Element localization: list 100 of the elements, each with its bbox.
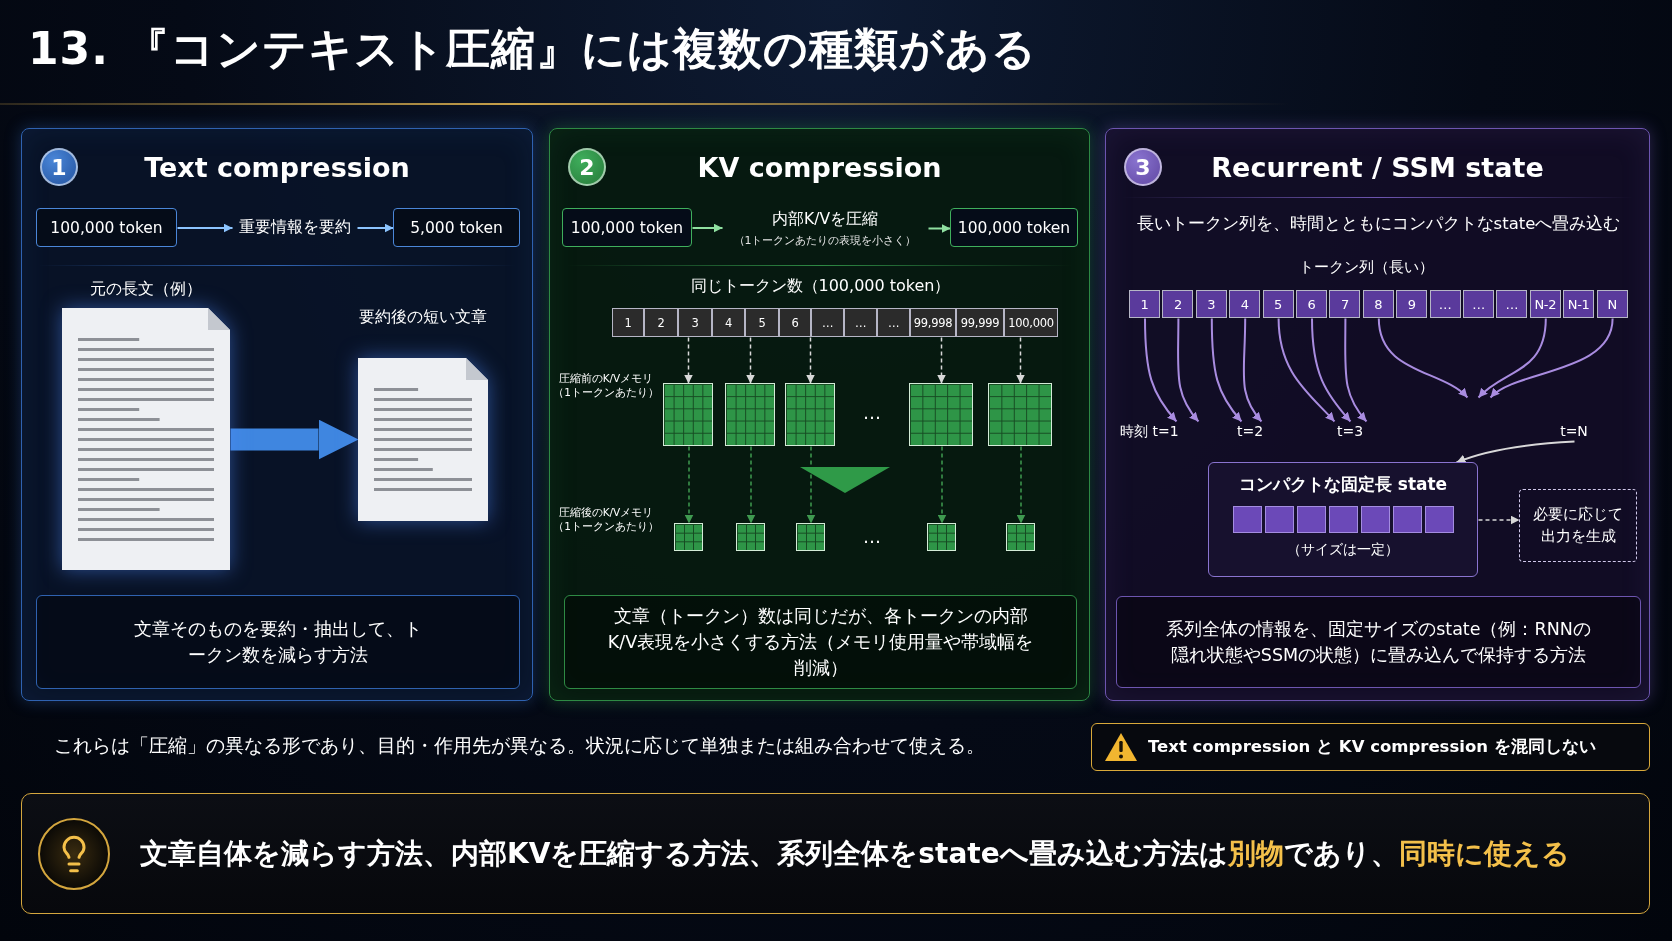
dashed-arrow <box>806 445 816 525</box>
category-panel <box>549 128 1090 701</box>
memory-block <box>736 523 765 551</box>
panel-heading: Recurrent / SSM state <box>1210 151 1545 183</box>
row-label: 圧縮前のK/Vメモリ（1トークンあたり） <box>552 371 660 400</box>
dashed-arrow <box>1016 336 1025 385</box>
category-panel <box>1105 128 1650 701</box>
dashed-arrow <box>746 445 756 525</box>
output-box: 必要に応じて出力を生成 <box>1519 489 1637 562</box>
token-cell: 1 <box>1129 290 1160 318</box>
token-cell: 99,999 <box>956 308 1004 337</box>
arrow <box>1455 440 1576 464</box>
token-cell: N <box>1596 290 1628 318</box>
curved-arrow <box>1477 317 1547 399</box>
panel-heading: KV compression <box>696 151 943 183</box>
step-number: 2 <box>568 148 606 186</box>
token-cell: 8 <box>1362 290 1394 318</box>
dashed-arrow <box>746 336 755 385</box>
token-cell: 4 <box>712 308 745 337</box>
description-box: 文章そのものを要約・抽出して、トークン数を減らす方法 <box>36 595 520 689</box>
token-count-box: 5,000 token <box>393 208 520 247</box>
step-note: （1トークンあたりの表現を小さく） <box>733 232 917 248</box>
token-cell: 3 <box>1195 290 1227 318</box>
memory-block <box>663 383 713 446</box>
token-cell: … <box>844 308 877 337</box>
ellipsis: … <box>862 401 882 425</box>
curved-arrow <box>1144 317 1178 423</box>
key-message: 文章自体を減らす方法、内部KVを圧縮する方法、系列全体をstateへ畳み込む方法は別物であり、同時に使える <box>140 835 1570 872</box>
token-cell: … <box>1429 290 1461 318</box>
dashed-arrow <box>684 336 693 385</box>
picture-caption: 元の長文（例） <box>90 279 202 300</box>
time-label: 時刻 t=1 <box>1120 421 1204 441</box>
arrow <box>176 223 234 233</box>
curved-arrow <box>1311 317 1352 423</box>
section-label: トークン列（長い） <box>1297 257 1435 278</box>
curved-arrow <box>1344 317 1368 423</box>
token-cell: 99,998 <box>910 308 956 337</box>
token-cell: 5 <box>745 308 779 337</box>
dashed-arrow <box>937 445 947 525</box>
dashed-arrow <box>684 445 694 525</box>
memory-block <box>796 523 825 551</box>
subtitle: 長いトークン列を、時間とともにコンパクトなstateへ畳み込む <box>1135 213 1622 235</box>
curved-arrow <box>1210 317 1243 423</box>
token-cell: N-2 <box>1529 290 1561 318</box>
key-message-box <box>21 793 1650 914</box>
token-cell: 6 <box>1296 290 1327 318</box>
memory-block <box>1006 523 1035 551</box>
token-cell: … <box>811 308 844 337</box>
block-arrow <box>230 419 359 460</box>
section-label: 同じトークン数（100,000 token） <box>689 275 952 297</box>
memory-block <box>909 383 973 446</box>
dashed-arrow <box>806 336 815 385</box>
token-cell: 9 <box>1396 290 1428 318</box>
token-cell: 100,000 <box>1004 308 1058 337</box>
token-count-box: 100,000 token <box>950 208 1078 247</box>
description-box: 系列全体の情報を、固定サイズのstate（例：RNNの隠れ状態やSSMの状態）に畳み込んで保持する方法 <box>1116 596 1641 688</box>
arrow <box>356 223 395 233</box>
token-cell: 5 <box>1262 290 1294 318</box>
state-box <box>1208 462 1478 577</box>
step-label: 重要情報を要約 <box>232 208 357 247</box>
curved-arrow <box>1277 317 1336 423</box>
dashed-arrow <box>1016 445 1026 525</box>
memory-block <box>725 383 775 446</box>
curved-arrow <box>1242 317 1263 423</box>
token-cell: 4 <box>1229 290 1261 318</box>
time-label: t=3 <box>1328 421 1372 441</box>
token-cell: 1 <box>612 308 644 337</box>
step-number: 1 <box>40 148 78 186</box>
slide-title: 13. 『コンテキスト圧縮』には複数の種類がある <box>28 22 1038 76</box>
token-cell: 6 <box>779 308 811 337</box>
token-cell: … <box>1496 290 1528 318</box>
time-label: t=2 <box>1228 421 1272 441</box>
warning-text: Text compression と KV compression を混同しない <box>1148 736 1596 758</box>
token-cell: 7 <box>1329 290 1361 318</box>
token-count-box: 100,000 token <box>562 208 692 247</box>
token-cell: … <box>1463 290 1494 318</box>
panel-heading: Text compression <box>143 151 411 183</box>
picture-caption: 要約後の短い文章 <box>359 307 487 328</box>
curved-arrow <box>1377 317 1469 399</box>
arrow <box>691 223 724 233</box>
dashed-arrow <box>1477 515 1521 525</box>
category-panel <box>21 128 533 701</box>
memory-block <box>785 383 835 446</box>
state-heading: コンパクトな固定長 state <box>1238 473 1448 496</box>
curved-arrow <box>1489 317 1614 399</box>
token-cell: … <box>877 308 910 337</box>
arrow <box>927 224 952 233</box>
memory-block <box>674 523 703 551</box>
row-label: 圧縮後のK/Vメモリ（1トークンあたり） <box>552 505 660 534</box>
step-label: 内部K/Vを圧縮 <box>772 208 878 230</box>
token-cell: 2 <box>644 308 678 337</box>
token-cell: 3 <box>678 308 712 337</box>
ellipsis: … <box>862 525 882 549</box>
state-note: （サイズは一定） <box>1287 541 1399 559</box>
token-cell: 2 <box>1162 290 1194 318</box>
memory-block <box>988 383 1052 446</box>
token-count-box: 100,000 token <box>36 208 177 247</box>
memory-block <box>927 523 956 551</box>
step-number: 3 <box>1124 148 1162 186</box>
time-label: t=N <box>1552 421 1596 441</box>
